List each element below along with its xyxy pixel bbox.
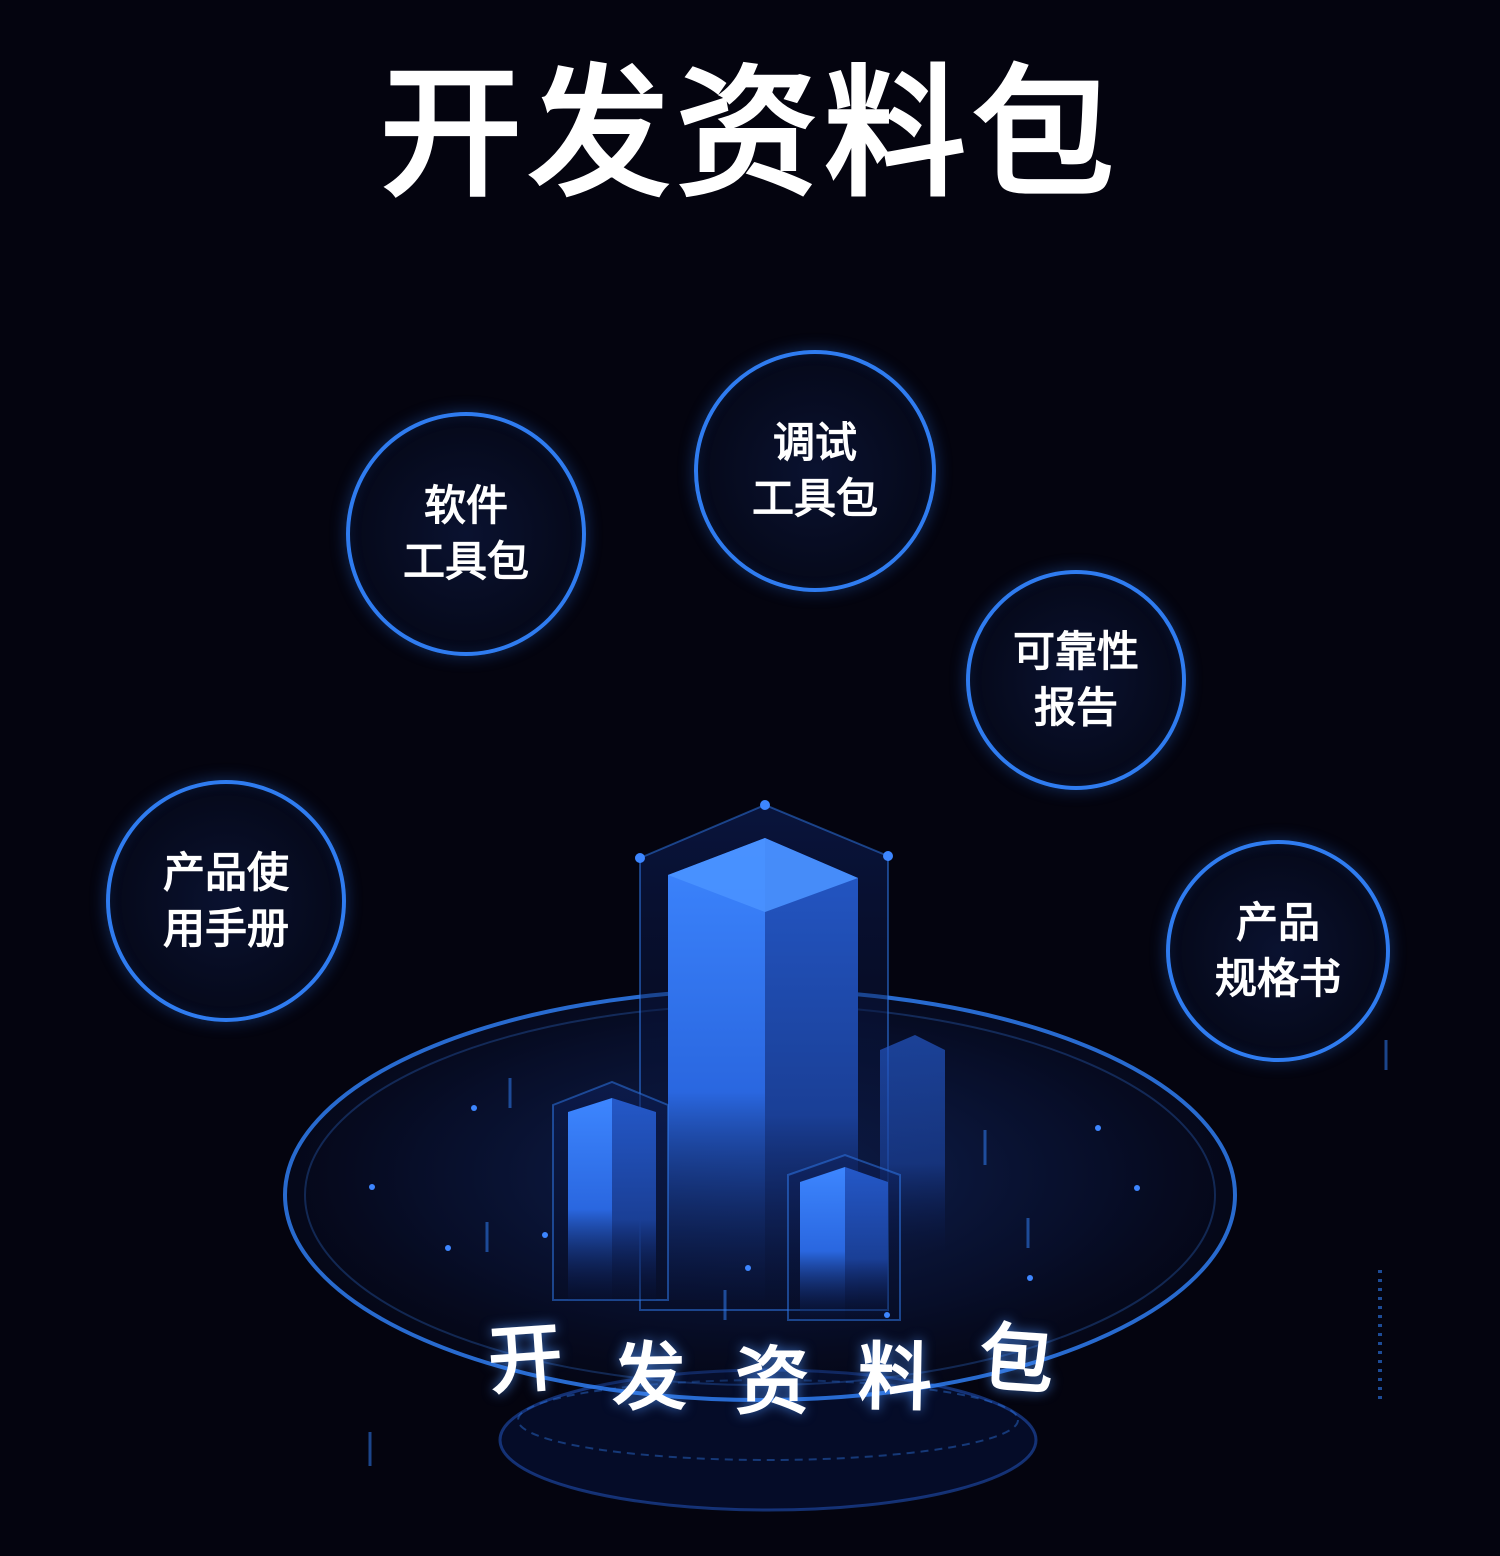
- tower-right-side: [845, 1167, 888, 1320]
- base-label-char: 资: [735, 1339, 809, 1425]
- sparkle-dots: [369, 1105, 1140, 1318]
- tower-right-front: [800, 1167, 845, 1320]
- base-label-char: 开: [485, 1314, 566, 1406]
- bubble-label-line1: 调试: [772, 418, 857, 467]
- bubble-debug-toolkit: 调试 工具包: [694, 350, 936, 592]
- tower-vertex: [760, 800, 770, 810]
- bubble-label-line1: 产品: [1235, 898, 1320, 947]
- bubble-label-line2: 工具包: [751, 474, 878, 523]
- tower-vertex: [635, 853, 645, 863]
- tower-main-front: [668, 838, 765, 1300]
- bubble-label-line1: 产品使: [162, 848, 289, 897]
- bubble-label-line2: 工具包: [402, 537, 529, 586]
- light-streaks: [368, 1040, 1388, 1466]
- tower-left-side: [612, 1098, 656, 1300]
- bubble-product-manual: 产品使 用手册: [106, 780, 346, 1022]
- bubble-label-line2: 用手册: [162, 904, 289, 953]
- tower-main-top: [668, 838, 858, 912]
- tower-vertex: [883, 851, 893, 861]
- page-title: 开发资料包: [380, 52, 1120, 217]
- base-label-char: 发: [611, 1334, 687, 1422]
- base-label-char: 料: [857, 1334, 933, 1422]
- bubble-software-toolkit: 软件 工具包: [346, 412, 586, 656]
- tower-left-front: [568, 1098, 612, 1300]
- bubble-label-line2: 规格书: [1214, 954, 1341, 1003]
- bubble-label-line2: 报告: [1033, 683, 1118, 732]
- bubble-product-spec: 产品 规格书: [1166, 840, 1390, 1062]
- base-label-char: 包: [976, 1314, 1057, 1406]
- bubble-label-line1: 软件: [423, 481, 508, 530]
- bubble-reliability-report: 可靠性 报告: [966, 570, 1186, 790]
- bubble-label-line1: 可靠性: [1012, 627, 1139, 676]
